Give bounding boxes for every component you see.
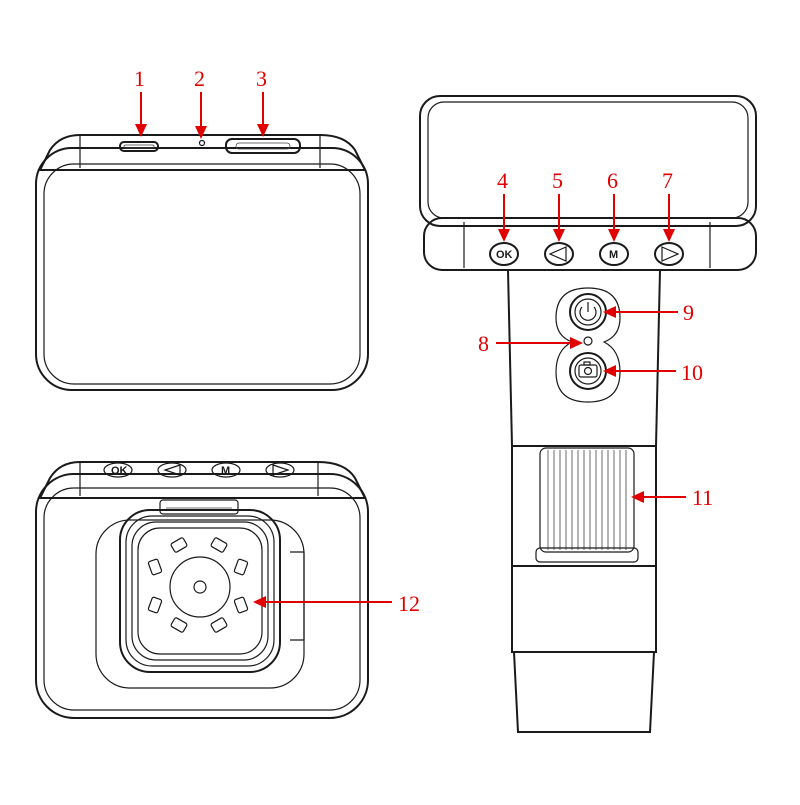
reset-hole — [198, 139, 206, 147]
callout-5-arrow — [553, 229, 565, 242]
device-front-view: OK M — [35, 461, 369, 719]
callout-7-arrow — [663, 229, 675, 242]
handle-base — [512, 651, 656, 733]
led — [170, 537, 188, 553]
led — [147, 558, 163, 576]
callout-11-arrow — [631, 491, 644, 503]
right-button-strip[interactable] — [265, 462, 295, 478]
callout-8-arrow — [570, 337, 583, 349]
indicator-led — [583, 336, 593, 346]
callout-10-label: 10 — [681, 360, 703, 385]
triangle-right-icon — [272, 464, 290, 476]
callout-1-arrow — [135, 124, 147, 137]
ok-label: OK — [496, 249, 513, 261]
front-top-strip — [38, 461, 367, 499]
callout-11-label: 11 — [692, 485, 713, 510]
screen-head — [419, 95, 757, 227]
device-top-view — [35, 134, 369, 391]
callout-5-label: 5 — [552, 168, 563, 193]
left-button-strip[interactable] — [157, 462, 187, 478]
callout-6-arrow — [608, 229, 620, 242]
callout-4-label: 4 — [497, 168, 508, 193]
callout-8-label: 8 — [478, 331, 489, 356]
camera-icon — [578, 361, 598, 378]
callout-12-arrow — [253, 596, 266, 608]
callout-10-arrow — [603, 365, 616, 377]
led — [233, 596, 249, 614]
menu-button[interactable] — [599, 242, 629, 266]
device-side-view: OK M — [419, 95, 757, 733]
triangle-right-icon — [661, 246, 680, 262]
triangle-left-icon — [163, 464, 181, 476]
callout-7-label: 7 — [662, 168, 673, 193]
menu-label: M — [609, 249, 618, 261]
led — [210, 617, 228, 633]
callout-2-arrow — [195, 126, 207, 139]
camera-lens — [169, 556, 231, 618]
power-icon — [579, 302, 597, 321]
handle-lower — [511, 565, 657, 653]
callouts: 1 2 3 4 5 6 7 8 9 10 — [134, 66, 713, 616]
callout-12-label: 12 — [398, 591, 420, 616]
front-body-outer — [35, 473, 369, 719]
menu-label-strip: M — [221, 465, 230, 477]
led-ring — [147, 537, 249, 633]
lens-inner-ring — [137, 527, 263, 655]
focus-wheel-ridges — [547, 450, 627, 550]
lens-outer-ring — [119, 509, 281, 673]
usb-port — [119, 141, 159, 152]
callout-3-arrow — [257, 124, 269, 137]
lens-top-clip — [159, 499, 239, 515]
callout-9-label: 9 — [683, 300, 694, 325]
card-slot — [225, 138, 301, 154]
triangle-left-icon — [548, 246, 567, 262]
led — [170, 617, 188, 633]
led — [233, 558, 249, 576]
led — [210, 537, 228, 553]
menu-button-strip[interactable] — [211, 462, 241, 478]
callout-2-label: 2 — [194, 66, 205, 91]
device-body-inner — [43, 163, 361, 385]
ok-button[interactable] — [489, 242, 519, 266]
ok-button-strip[interactable] — [103, 462, 133, 478]
led — [147, 596, 163, 614]
focus-wheel[interactable] — [539, 447, 635, 553]
lens-center — [193, 580, 207, 594]
front-strip-buttons: OK M — [103, 462, 295, 478]
callout-1-label: 1 — [134, 66, 145, 91]
ok-label-strip: OK — [111, 465, 128, 477]
callout-3-label: 3 — [256, 66, 267, 91]
callout-6-label: 6 — [607, 168, 618, 193]
callout-9-arrow — [603, 306, 616, 318]
callout-4-arrow — [498, 229, 510, 242]
control-pill — [555, 287, 621, 403]
device-body-outer — [35, 147, 369, 391]
